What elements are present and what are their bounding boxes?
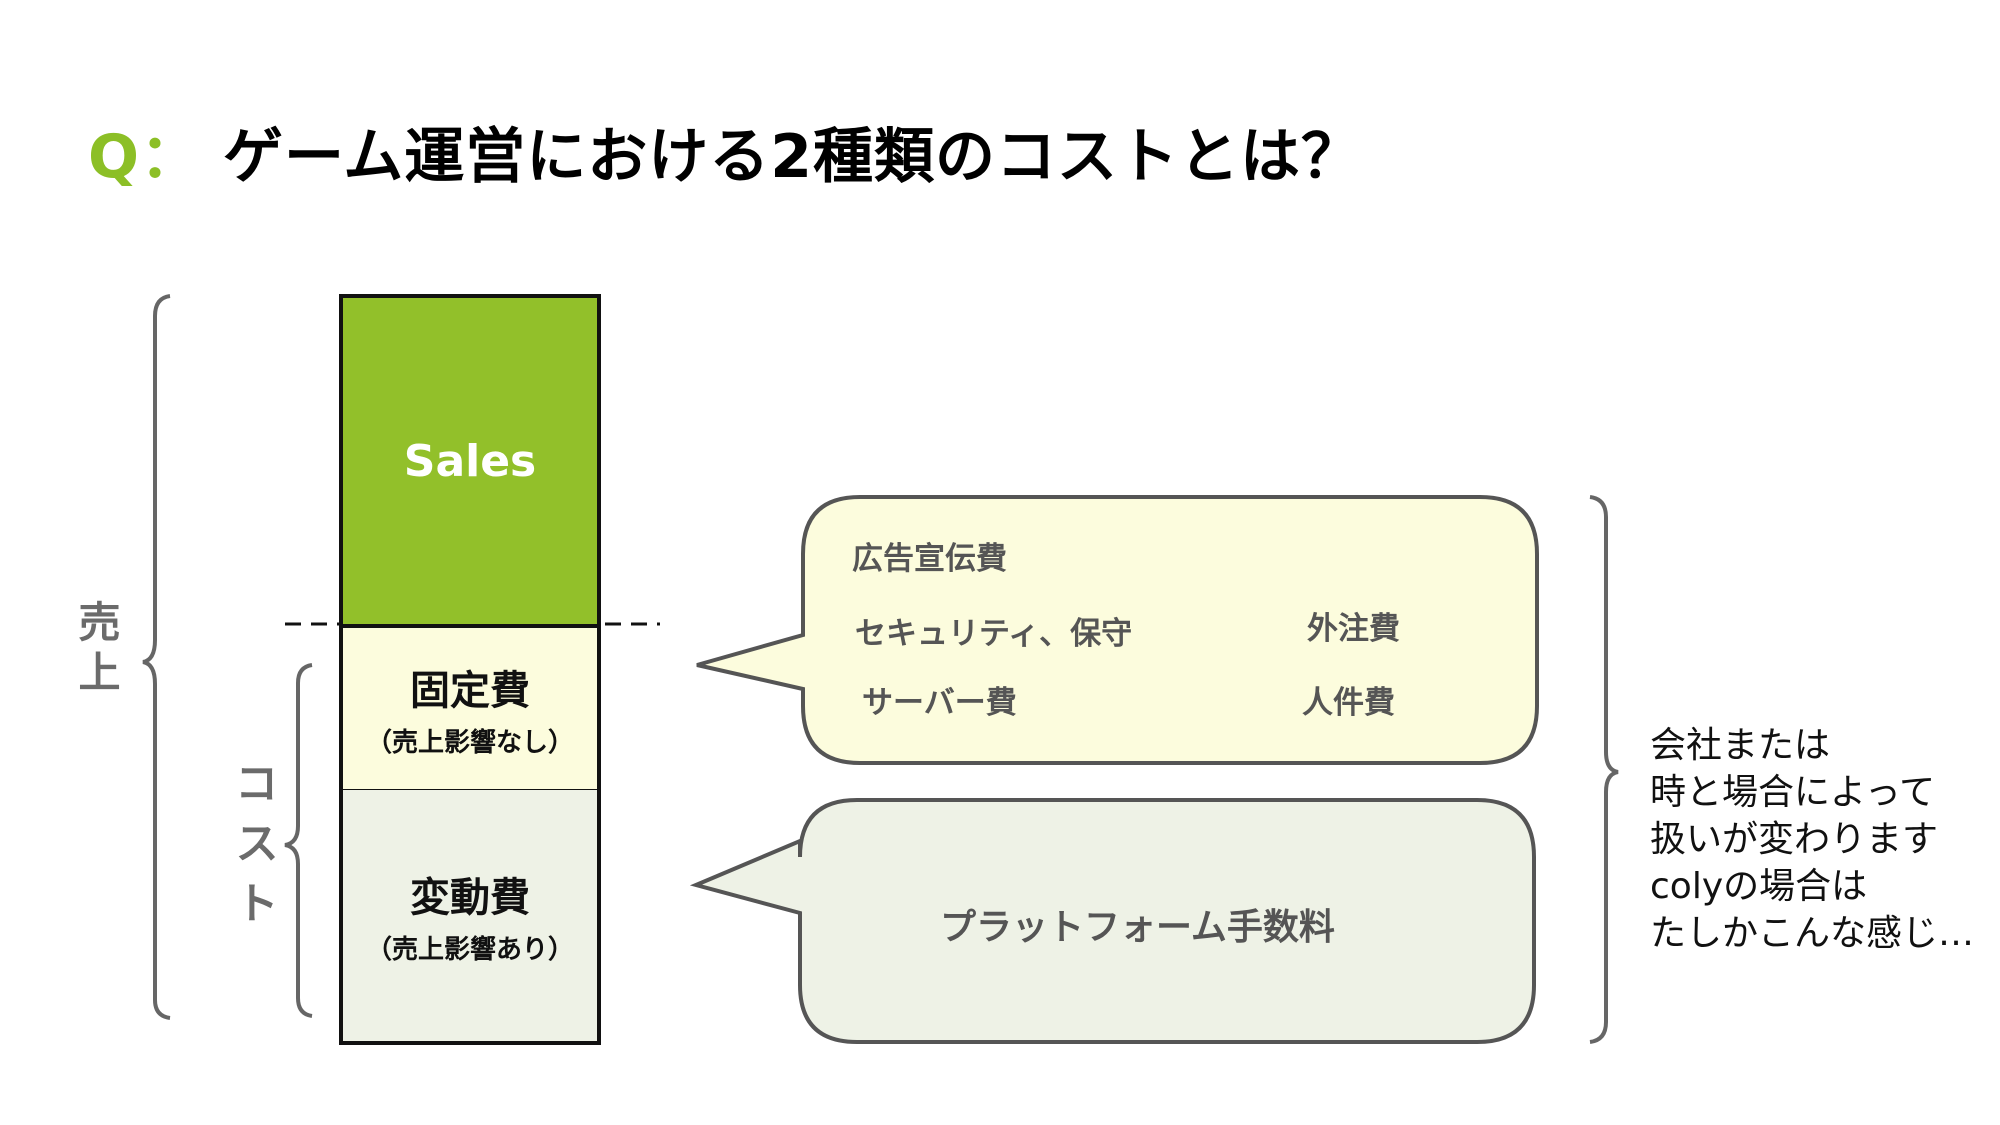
note-line: colyの場合は [1650, 866, 1868, 907]
security-maintenance-item: セキュリティ、保守 [855, 616, 1133, 652]
variable-cost-note: （売上影響あり） [365, 935, 574, 965]
note-line: 時と場合によって [1650, 772, 1936, 813]
note-brace-icon [1589, 495, 1619, 1044]
variable-cost-label: 変動費 [410, 875, 530, 921]
sales-label: Sales [403, 436, 537, 487]
variable-cost-bubble [689, 798, 1536, 1044]
fixed-cost-note: （売上影響なし） [365, 728, 574, 758]
server-cost-item: サーバー費 [862, 685, 1017, 721]
fixed-cost-bubble [696, 495, 1539, 765]
title-text: ゲーム運営における2種類のコストとは？ [223, 122, 1362, 192]
cost-brace-icon [284, 663, 313, 1018]
side-note: 会社または 時と場合によって 扱いが変わります colyの場合は たしかこんな感… [1650, 722, 1974, 957]
note-line: たしかこんな感じ… [1650, 913, 1975, 954]
note-line: 扱いが変わります [1650, 819, 1939, 860]
note-line: 会社または [1650, 725, 1831, 766]
title-prefix: Q： [88, 122, 202, 192]
platform-fee-item: プラットフォーム手数料 [940, 907, 1335, 948]
page-title: Q： ゲーム運営における2種類のコストとは？ [88, 108, 1362, 195]
revenue-brace-icon [142, 294, 171, 1020]
variable-cost-block: 変動費 （売上影響あり） [339, 790, 601, 1045]
sales-block: Sales [339, 294, 601, 625]
outsourcing-cost-item: 外注費 [1307, 611, 1400, 647]
cost-label: コスト [227, 760, 278, 940]
revenue-label: 売上 [72, 600, 121, 700]
fixed-cost-label: 固定費 [410, 668, 530, 714]
personnel-cost-item: 人件費 [1302, 685, 1395, 721]
advertising-cost-item: 広告宣伝費 [852, 541, 1007, 577]
fixed-cost-block: 固定費 （売上影響なし） [339, 624, 601, 792]
